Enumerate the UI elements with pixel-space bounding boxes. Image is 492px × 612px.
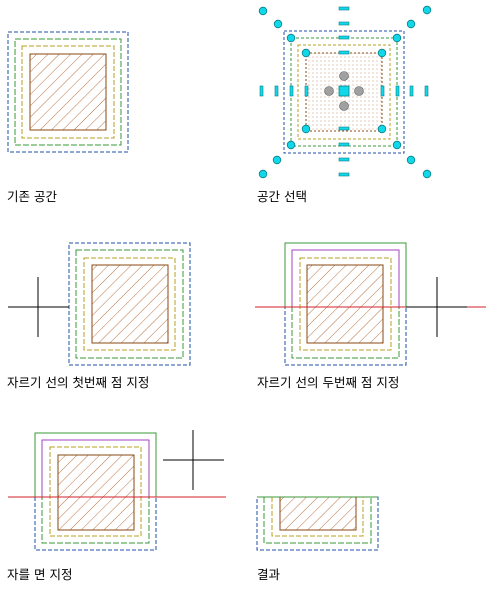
second-boundary (14, 38, 122, 146)
net-boundary-hatched (91, 264, 169, 344)
caption-existing-space: 기존 공간 (7, 189, 57, 204)
net-boundary-hatched (306, 264, 384, 344)
caption-result: 결과 (257, 567, 281, 582)
caption-first-cut-point: 자르기 선의 첫번째 점 지정 (7, 375, 150, 390)
crosshair-cursor (8, 277, 69, 337)
net-boundary-hatched (57, 454, 135, 531)
panel-side-to-cut (8, 430, 226, 551)
edge-grips (259, 6, 429, 177)
center-grips (324, 71, 364, 111)
second-boundary (75, 249, 184, 359)
caption-side-to-cut: 자를 면 지정 (7, 567, 73, 582)
third-boundary (297, 44, 391, 140)
panel-first-cut-point (8, 242, 191, 366)
outer-boundary (68, 242, 191, 366)
net-boundary-hatched (279, 497, 357, 531)
panel-second-cut-point (255, 242, 486, 366)
second-boundary (263, 497, 372, 544)
corner-grips (258, 5, 432, 179)
outer-highlight (34, 432, 157, 497)
crosshair-cursor (406, 277, 467, 337)
third-boundary (83, 257, 176, 351)
panel-select-space (258, 5, 432, 179)
highlight-boundary (41, 439, 150, 497)
panel-existing-space (7, 31, 129, 153)
outer-boundary (7, 31, 129, 153)
third-boundary (299, 257, 392, 351)
highlight-boundary (291, 249, 400, 307)
third-boundary (21, 45, 115, 139)
outer-boundary (283, 30, 405, 154)
third-boundary (271, 497, 364, 537)
caption-second-cut-point: 자르기 선의 두번째 점 지정 (257, 375, 400, 390)
caption-select-space: 공간 선택 (257, 189, 307, 204)
crosshair-cursor (163, 430, 224, 490)
third-boundary (49, 446, 142, 537)
outer-highlight (284, 242, 407, 307)
net-boundary-hatched (29, 53, 107, 131)
panel-result (256, 496, 379, 551)
